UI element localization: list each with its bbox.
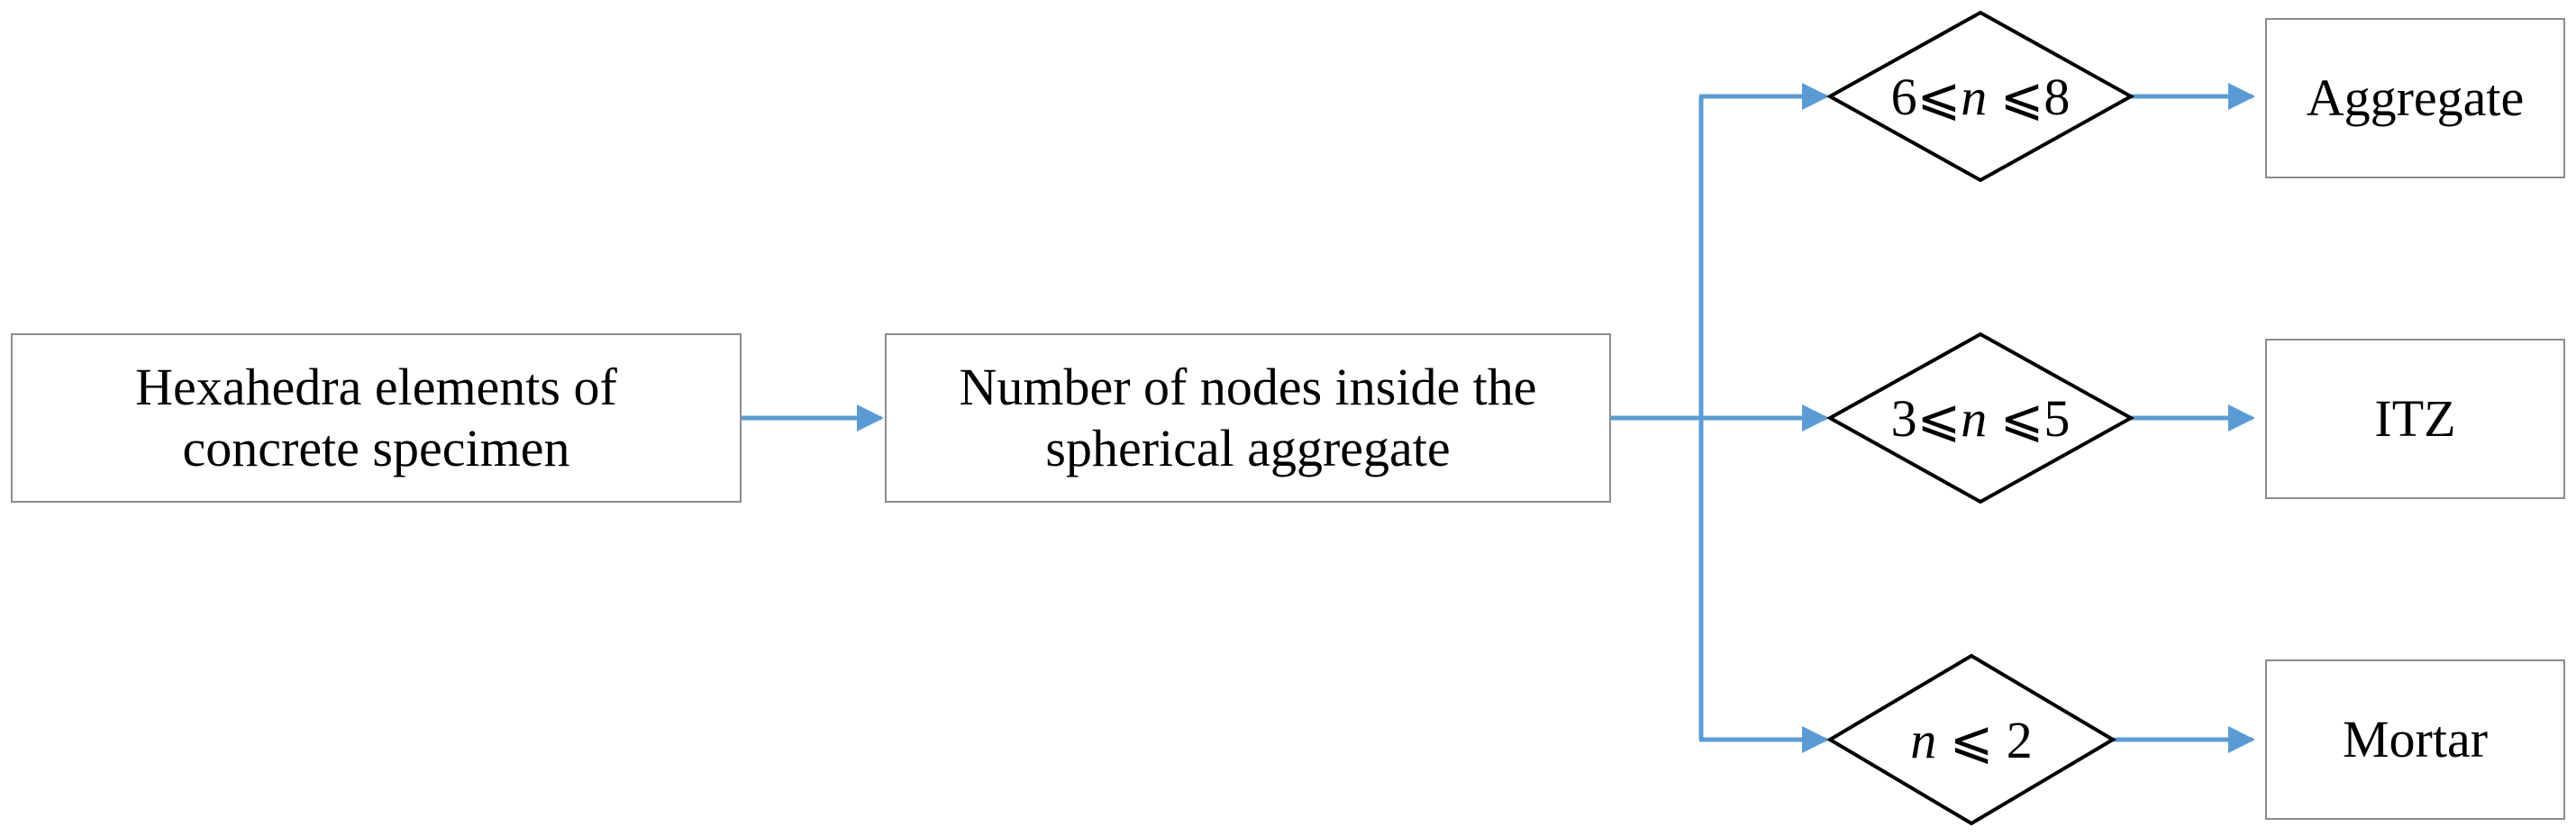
hexahedra-elements-line-1: Hexahedra elements of xyxy=(135,357,617,416)
condition-label-1: 6⩽n ⩽8 xyxy=(1890,67,2071,127)
aggregate-box: Aggregate xyxy=(2265,18,2565,178)
condition-label-3: n ⩽ 2 xyxy=(1910,710,2033,770)
node-count-box: Number of nodes inside the spherical agg… xyxy=(885,333,1611,503)
condition-label-2: 3⩽n ⩽5 xyxy=(1890,388,2071,449)
itz-box: ITZ xyxy=(2265,339,2565,499)
mortar-box: Mortar xyxy=(2265,659,2565,820)
node-count-line-1: Number of nodes inside the xyxy=(959,357,1537,416)
node-count-line-2: spherical aggregate xyxy=(1045,419,1451,477)
decision-diamond-3 xyxy=(1826,653,2116,826)
aggregate-label: Aggregate xyxy=(2306,68,2525,127)
hexahedra-elements-line-2: concrete specimen xyxy=(182,419,570,477)
decision-diamond-1 xyxy=(1825,10,2135,183)
decision-diamond-2 xyxy=(1825,332,2135,504)
mortar-label: Mortar xyxy=(2342,709,2489,768)
itz-label: ITZ xyxy=(2374,388,2456,448)
hexahedra-elements-box: Hexahedra elements of concrete specimen xyxy=(11,333,742,503)
